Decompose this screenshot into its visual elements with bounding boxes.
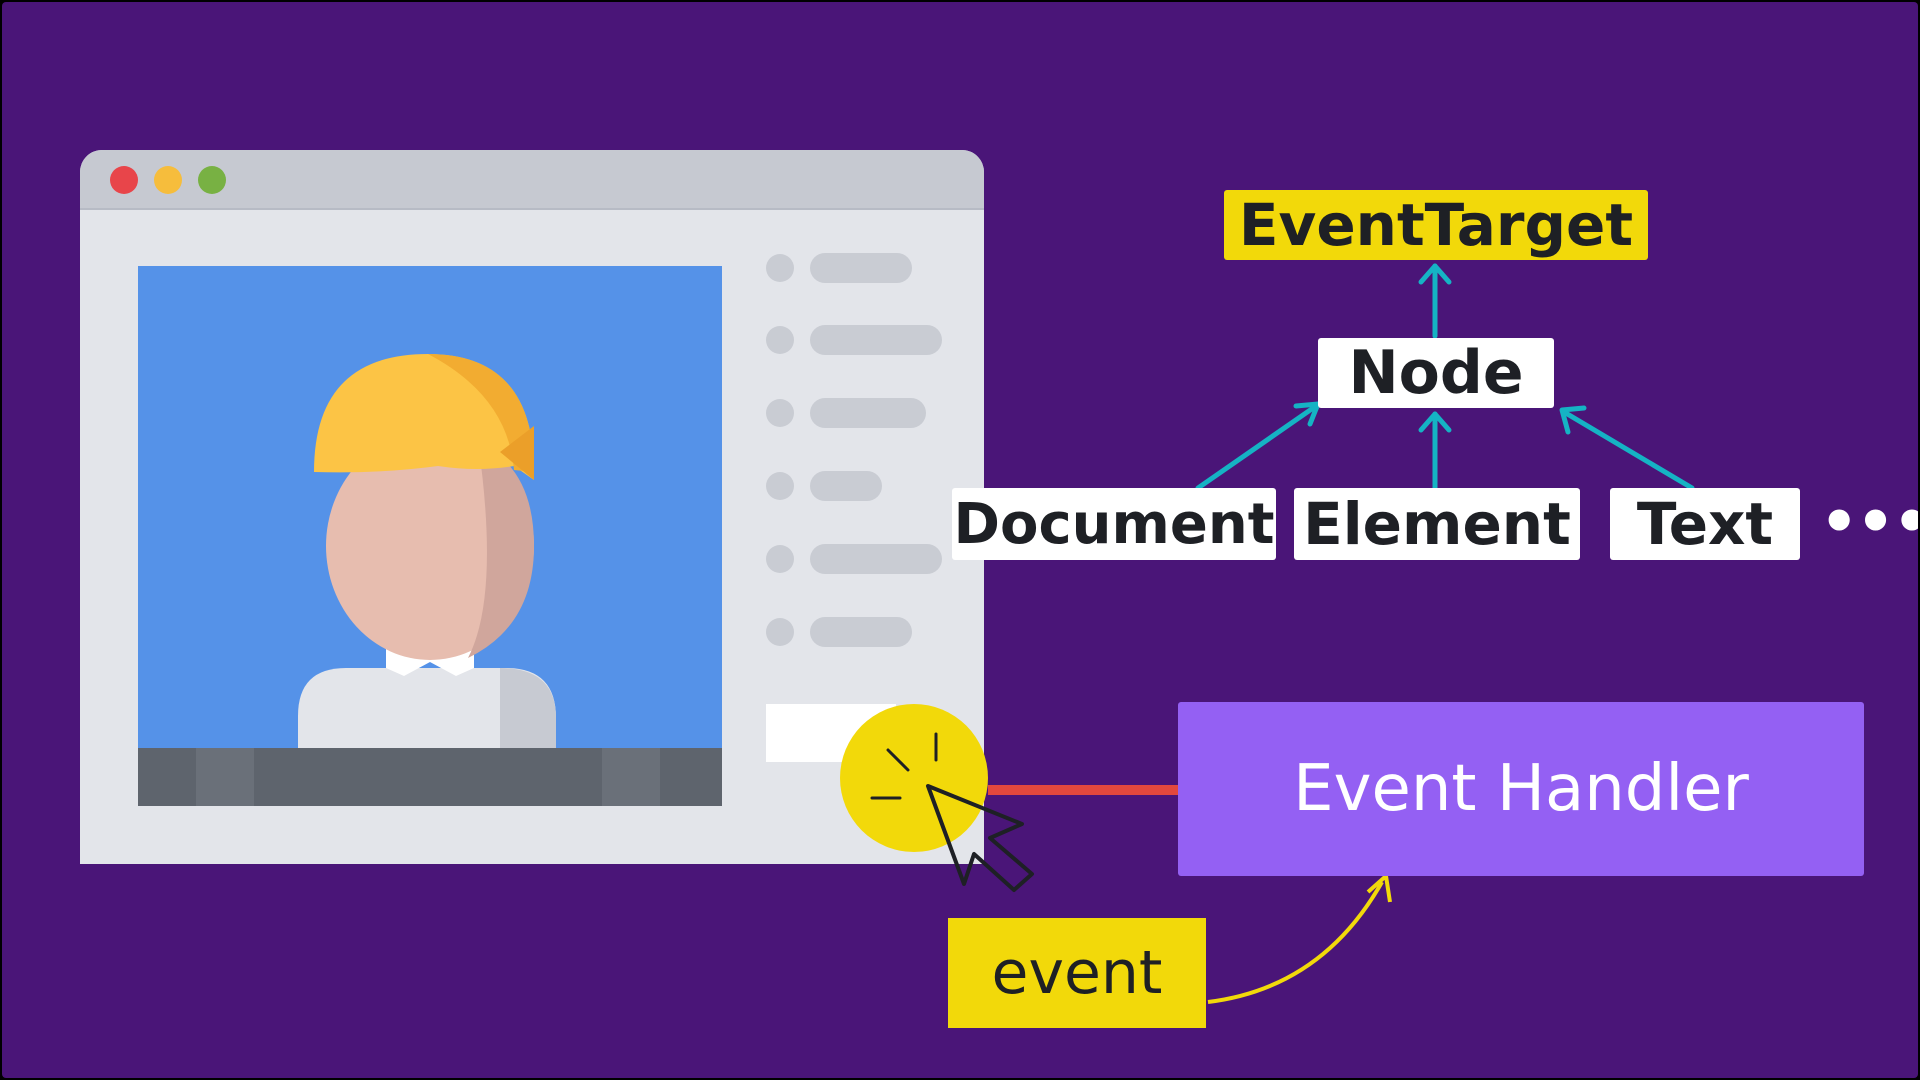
arrow-text-to-node [1561, 409, 1695, 491]
minimize-window-icon[interactable] [154, 166, 182, 194]
mouse-cursor-icon [926, 784, 1034, 892]
list-item-placeholder [810, 544, 942, 574]
event-handler-box: Event Handler [1178, 702, 1864, 876]
close-window-icon[interactable] [110, 166, 138, 194]
person-avatar-icon [138, 354, 722, 806]
label-node: Node [1318, 338, 1554, 408]
click-highlight [840, 704, 988, 852]
browser-window [80, 150, 984, 864]
arrow-event-to-handler [1207, 881, 1384, 1004]
label-eventtarget: EventTarget [1224, 190, 1648, 260]
list-bullet [766, 472, 794, 500]
list-item-placeholder [810, 617, 912, 647]
list-bullet [766, 545, 794, 573]
arrow-document-to-node [1195, 403, 1319, 491]
label-document: Document [952, 488, 1276, 560]
list-bullet [766, 254, 794, 282]
label-element: Element [1294, 488, 1580, 560]
list-item-placeholder [810, 325, 942, 355]
click-burst-icon [870, 732, 938, 800]
list-item-placeholder [810, 398, 926, 428]
maximize-window-icon[interactable] [198, 166, 226, 194]
list-bullet [766, 399, 794, 427]
list-item-placeholder [810, 253, 912, 283]
list-bullet [766, 326, 794, 354]
profile-image [138, 266, 722, 806]
list-item-placeholder [810, 471, 882, 501]
browser-titlebar [80, 150, 984, 210]
list-bullet [766, 618, 794, 646]
more-ellipsis-icon: ••• [1820, 487, 1918, 557]
label-text: Text [1610, 488, 1800, 560]
event-object-label: event [948, 918, 1206, 1028]
